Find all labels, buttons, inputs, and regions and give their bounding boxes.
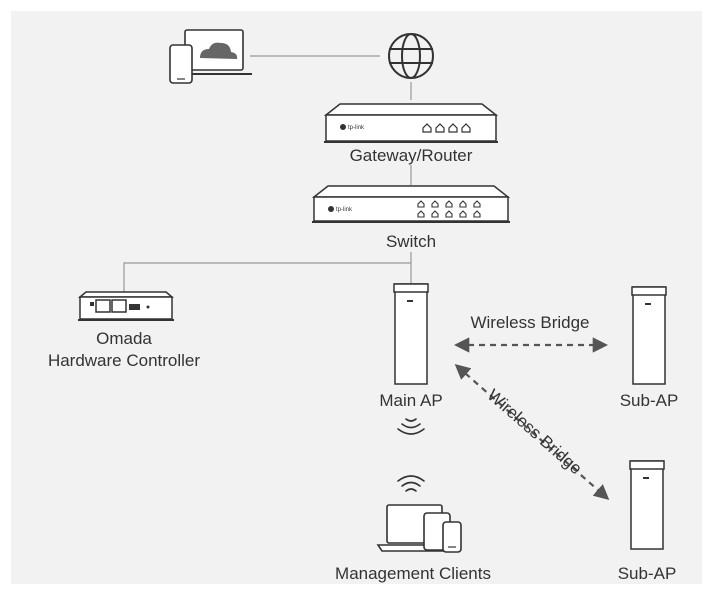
switch-brand-text: tp-link xyxy=(336,207,353,213)
wireless-bridge-arrow-diagonal xyxy=(454,363,610,501)
wifi-signal-icon xyxy=(397,475,425,492)
sub-ap-icon xyxy=(629,460,665,550)
switch-to-controller-line xyxy=(123,262,411,292)
switch-icon: tp-link xyxy=(311,185,511,223)
omada-controller-icon xyxy=(77,291,175,321)
wifi-signal-icon xyxy=(397,418,425,435)
gateway-ports xyxy=(422,123,471,133)
switch-label: Switch xyxy=(386,232,436,251)
connection-lines xyxy=(123,55,412,292)
switch-brand-logo: tp-link xyxy=(328,206,353,213)
management-clients-icon xyxy=(376,504,462,553)
gateway-brand-logo: tp-link xyxy=(340,124,365,131)
controller-label-line2: Hardware Controller xyxy=(48,351,200,370)
sub-ap-2-label: Sub-AP xyxy=(618,564,677,583)
gateway-brand-text: tp-link xyxy=(348,125,365,131)
wireless-bridge-label-2: Wireless Bridge xyxy=(484,385,586,478)
wireless-bridge-label-1: Wireless Bridge xyxy=(470,313,589,332)
sub-ap-1-label: Sub-AP xyxy=(620,391,679,410)
cloud-devices-icon xyxy=(169,29,252,84)
management-clients-label: Management Clients xyxy=(335,564,491,583)
switch-ports xyxy=(417,200,481,218)
main-ap-icon xyxy=(393,283,429,385)
sub-ap-icon xyxy=(631,286,667,385)
controller-label-line1: Omada xyxy=(96,329,152,348)
main-ap-label: Main AP xyxy=(379,391,442,410)
gateway-router-icon: tp-link xyxy=(323,103,499,143)
gateway-label: Gateway/Router xyxy=(350,146,473,165)
internet-globe-icon xyxy=(388,33,434,79)
